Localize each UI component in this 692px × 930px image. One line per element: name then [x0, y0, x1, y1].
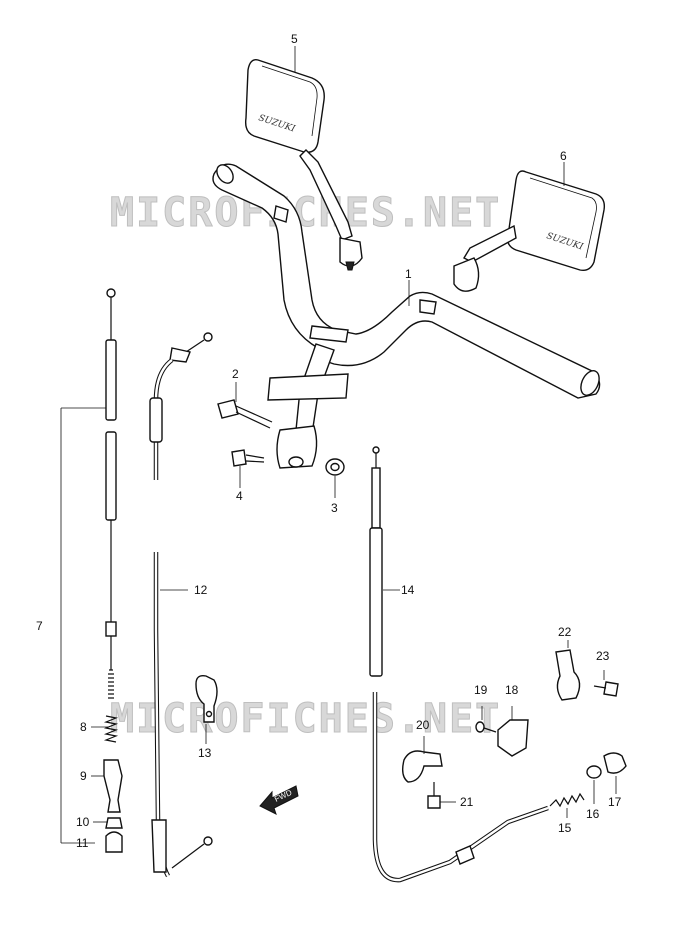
callout-7: 7: [36, 619, 43, 633]
brake-cable: [369, 446, 585, 883]
bolt-21: [427, 782, 441, 809]
callout-labels: 5 6 1 2 4 3 12 14 7 8 13 9 10 11 22 23 1…: [36, 32, 622, 850]
cable-adjuster-17: [603, 752, 627, 774]
forward-arrow: FWD: [259, 785, 299, 815]
cable-spring: [103, 715, 119, 743]
callout-11: 11: [76, 836, 89, 850]
clutch-cable: [149, 332, 213, 878]
cable-cap: [105, 817, 123, 829]
cable-boot: [103, 759, 123, 813]
callout-2: 2: [232, 367, 239, 381]
clip-22: [555, 649, 581, 701]
callout-13: 13: [198, 746, 212, 760]
callout-1: 1: [405, 267, 412, 281]
callout-18: 18: [505, 683, 519, 697]
callout-23: 23: [596, 649, 610, 663]
callout-17: 17: [608, 795, 622, 809]
callout-20: 20: [416, 718, 430, 732]
callout-5: 5: [291, 32, 298, 46]
leader-lines: [91, 46, 617, 823]
callout-22: 22: [558, 625, 572, 639]
callout-8: 8: [80, 720, 87, 734]
handlebar: [212, 163, 601, 469]
cable-adjuster: [105, 831, 123, 853]
screw-19: [475, 721, 497, 733]
watermark-bottom: MICROFICHES.NET: [110, 696, 501, 742]
callout-4: 4: [236, 489, 243, 503]
right-mirror: SUZUKI: [453, 170, 606, 292]
screw-23: [593, 681, 619, 697]
callout-21: 21: [460, 795, 474, 809]
cable-end-16: [586, 765, 602, 779]
clamp-bolt: [231, 449, 265, 467]
callout-19: 19: [474, 683, 488, 697]
bracket-18: [497, 719, 529, 757]
callout-14: 14: [401, 583, 415, 597]
cable-clip-13: [195, 674, 218, 723]
throttle-cable-assembly: [60, 288, 117, 844]
callout-15: 15: [558, 821, 572, 835]
callout-10: 10: [76, 815, 90, 829]
callout-6: 6: [560, 149, 567, 163]
callout-12: 12: [194, 583, 208, 597]
watermark-top: MICROFICHES.NET: [110, 190, 501, 236]
callout-3: 3: [331, 501, 338, 515]
left-mirror: SUZUKI: [244, 59, 363, 271]
callout-16: 16: [586, 807, 600, 821]
clamp-nut: [325, 458, 345, 476]
callout-9: 9: [80, 769, 87, 783]
handlebar-bolt: [217, 399, 273, 429]
clamp-20: [401, 750, 443, 783]
